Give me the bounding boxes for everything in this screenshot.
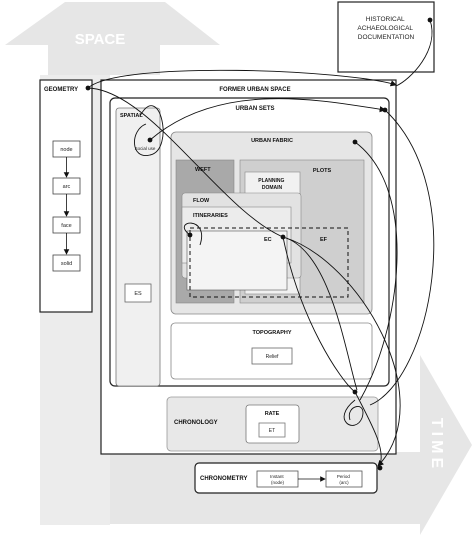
et-box	[258, 422, 286, 438]
geometry-solid	[52, 254, 81, 272]
connector-curves	[87, 19, 435, 467]
dot-historical	[427, 17, 433, 23]
connector-chronology-loop	[343, 399, 364, 426]
geometry-box	[39, 79, 93, 313]
instant-type: (node)	[271, 480, 285, 485]
connector-urban-fabric-to-chronology	[354, 141, 398, 401]
ef-dashed-box	[189, 227, 349, 298]
flow-title: FLOW	[193, 198, 210, 204]
historical-line-3: DOCUMENTATION	[358, 34, 415, 41]
connector-topography-to-chronometry	[354, 391, 382, 466]
dot-urban-fabric	[352, 139, 358, 145]
ec-label: EC	[264, 237, 272, 243]
svg-text:Instant (node): Instant (node)	[270, 474, 285, 485]
period-box	[325, 470, 363, 488]
es-label: ES	[134, 291, 142, 297]
dot-geometry	[85, 85, 91, 91]
former-urban-space-title: FORMER URBAN SPACE	[219, 87, 290, 93]
dot-chronology	[352, 389, 358, 395]
planning-domain-line-2: DOMAIN	[262, 185, 283, 191]
dot-itineraries	[187, 232, 193, 238]
connector-ec-to-ef	[282, 236, 358, 391]
connector-historical-to-former	[395, 19, 433, 87]
connector-ec-to-chronometry	[282, 236, 401, 467]
svg-text:Period (arc): Period (arc)	[337, 474, 351, 485]
dot-ec	[280, 234, 286, 240]
geometry-solid-label: solid	[61, 261, 72, 267]
connector-spatial-to-urban-sets	[149, 98, 386, 141]
connector-geometry-to-ec	[87, 87, 284, 238]
space-axis-arrow	[5, 2, 220, 75]
connector-itineraries-loop	[183, 222, 203, 246]
chronology-title: CHRONOLOGY	[174, 420, 218, 426]
geometry-arc-label: arc	[63, 184, 71, 190]
svg-text:HISTORICAL ACHAEOLOGICAL: HISTORICAL ACHAEOLOGICAL DOCUMENTATION	[357, 16, 414, 41]
urban-sets-title: URBAN SETS	[235, 106, 274, 112]
chronometry-title: CHRONOMETRY	[200, 476, 247, 482]
spatial-box	[115, 107, 161, 387]
dot-chronometry	[377, 465, 383, 471]
connector-dots	[85, 17, 433, 471]
spatial-title: SPATIAL	[120, 113, 143, 119]
connector-urban-sets-to-chronology	[369, 109, 435, 406]
historical-line-2: ACHAEOLOGICAL	[357, 25, 413, 32]
plots-title: PLOTS	[313, 168, 332, 174]
geometry-title: GEOMETRY	[44, 87, 78, 93]
rate-title: RATE	[265, 411, 280, 417]
planning-domain-line-1: PLANNING	[258, 178, 284, 184]
instant-label: Instant	[270, 474, 284, 479]
es-box	[124, 283, 152, 303]
connector-geometry-to-former	[87, 69, 397, 89]
historical-line-1: HISTORICAL	[366, 16, 405, 23]
ef-label: EF	[320, 237, 328, 243]
urban-fabric-title: URBAN FABRIC	[251, 138, 293, 144]
time-axis-label: TIME	[428, 418, 445, 472]
weft-title: WEFT	[195, 167, 211, 173]
relief-label: Relief	[266, 354, 279, 360]
social-use-label: Social use	[135, 146, 156, 151]
period-type: (arc)	[339, 480, 349, 485]
geometry-node-label: node	[60, 147, 72, 153]
geometry-face-label: face	[61, 223, 71, 229]
space-axis-label: SPACE	[75, 31, 126, 48]
ec-box	[186, 230, 288, 291]
period-label: Period	[337, 474, 351, 479]
et-label: ET	[269, 428, 275, 434]
connector-itineraries-to-rate	[282, 236, 356, 393]
relief-box	[251, 347, 293, 365]
historical-documentation-box	[337, 1, 435, 73]
connector-social-use-loop	[134, 105, 164, 156]
dot-social-use	[147, 137, 153, 143]
svg-text:PLANNING DOMAIN: PLANNING DOMAIN	[258, 178, 286, 191]
topography-title: TOPOGRAPHY	[252, 330, 291, 336]
dot-urban-sets	[382, 107, 388, 113]
itineraries-title: ITINERARIES	[193, 213, 228, 219]
